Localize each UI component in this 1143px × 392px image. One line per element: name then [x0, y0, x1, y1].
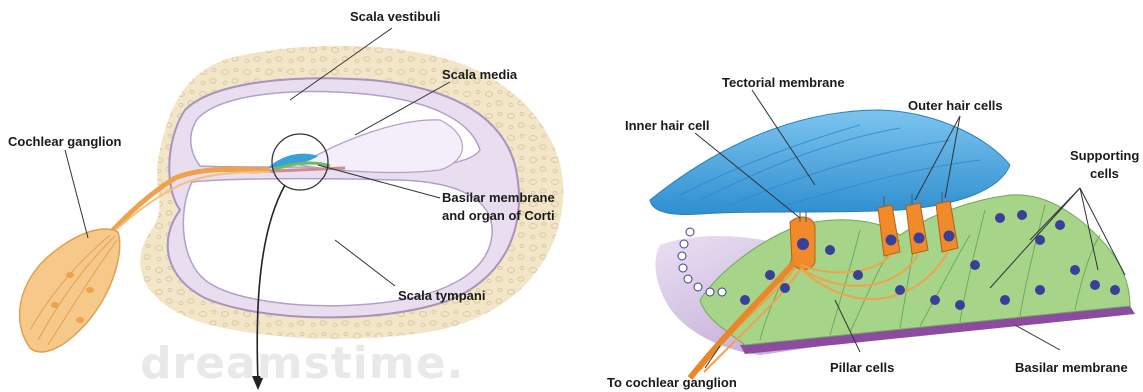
label-organ-of-corti: and organ of Corti — [442, 208, 555, 223]
label-tectorial-membrane: Tectorial membrane — [722, 75, 845, 90]
label-basilar-membrane-right: Basilar membrane — [1015, 360, 1128, 375]
label-to-cochlear-ganglion: To cochlear ganglion — [607, 375, 737, 390]
right-organ-of-corti — [650, 110, 1135, 378]
watermark-logo: dreamstime. — [140, 338, 464, 389]
label-supporting-cells-2: cells — [1090, 166, 1119, 181]
label-inner-hair-cell: Inner hair cell — [625, 118, 710, 133]
label-scala-vestibuli: Scala vestibuli — [350, 9, 440, 24]
label-scala-tympani: Scala tympani — [398, 288, 485, 303]
label-supporting-cells: Supporting — [1070, 148, 1139, 163]
cochlear-ganglion-shape — [20, 229, 120, 352]
label-cochlear-ganglion: Cochlear ganglion — [8, 134, 121, 149]
label-pillar-cells: Pillar cells — [830, 360, 894, 375]
label-scala-media: Scala media — [442, 67, 518, 82]
label-outer-hair-cells: Outer hair cells — [908, 98, 1003, 113]
label-basilar-membrane-left: Basilar membrane — [442, 190, 555, 205]
